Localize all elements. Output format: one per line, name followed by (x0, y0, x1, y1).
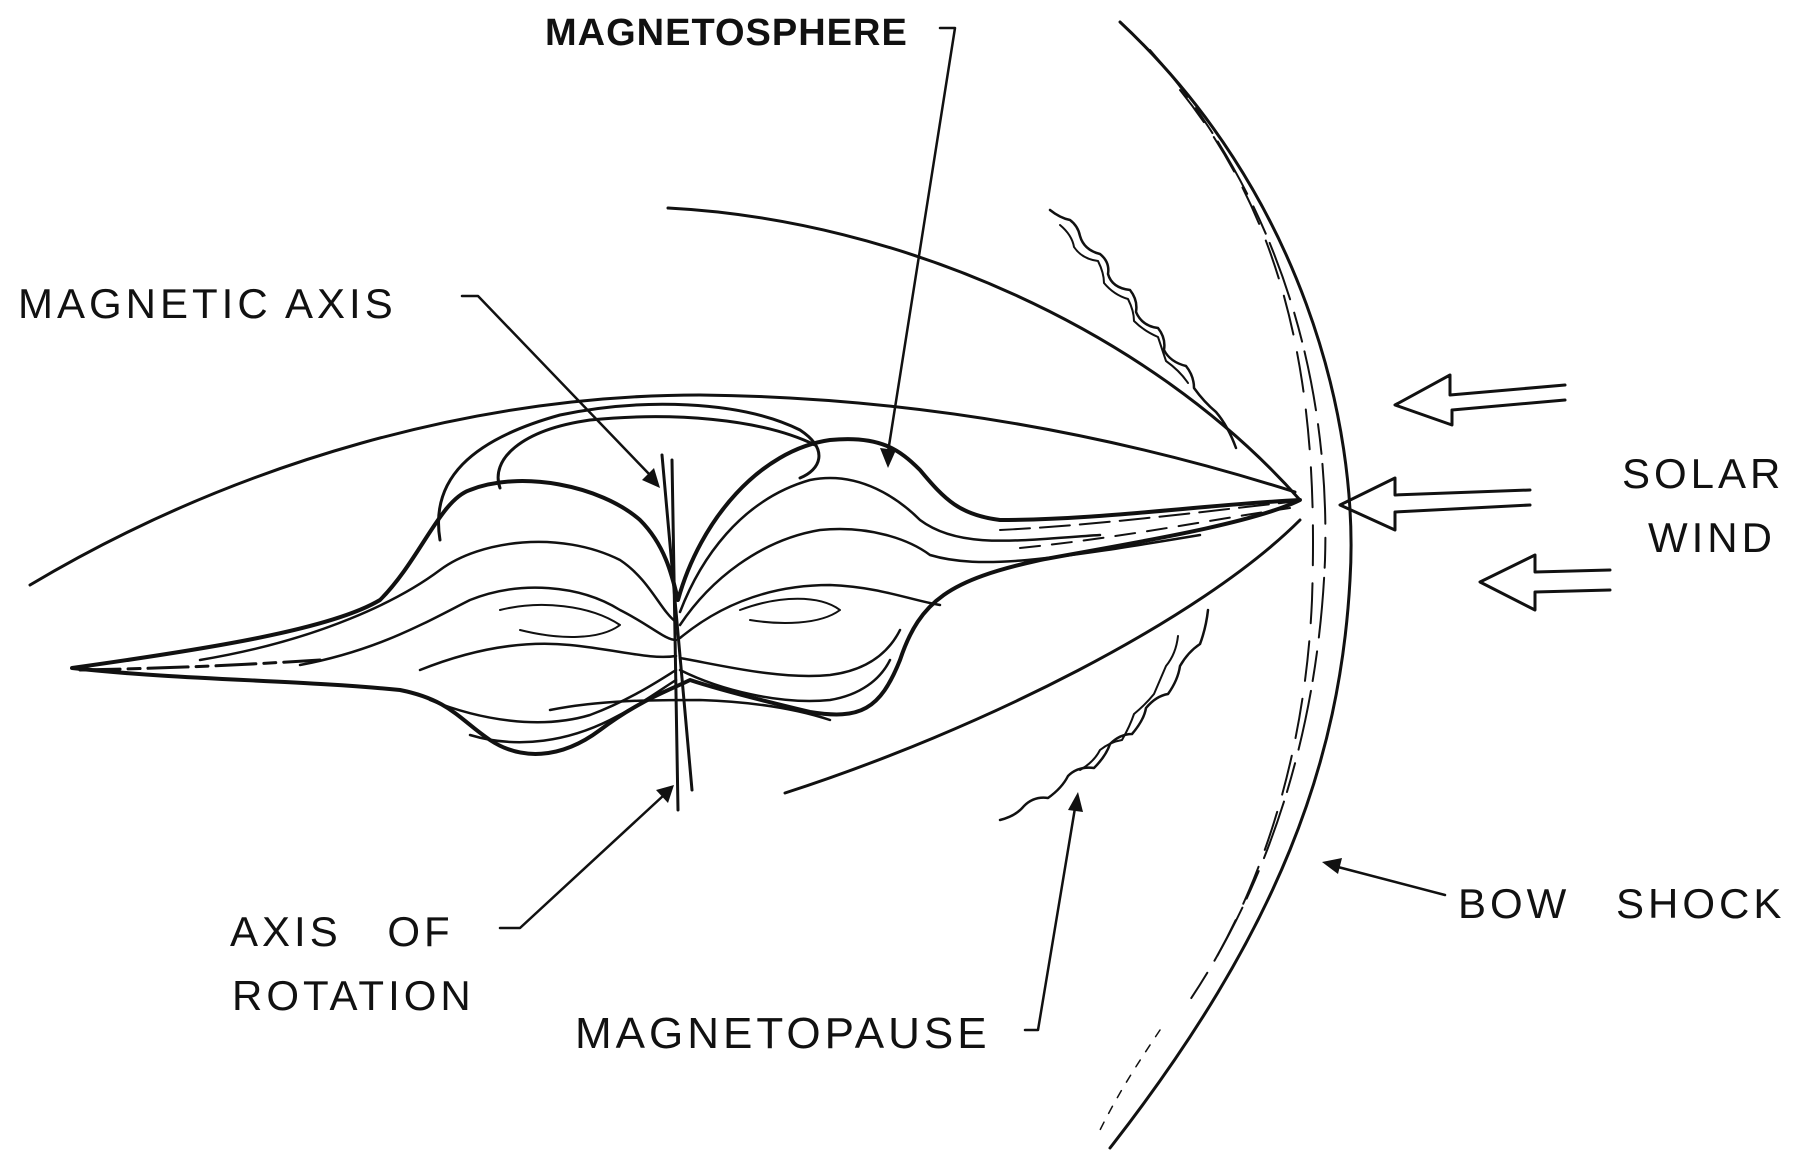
solar-wind-arrow-middle (1340, 478, 1530, 530)
solar-wind-arrow-bottom (1480, 555, 1610, 610)
magnetosphere-body (72, 404, 1300, 754)
solar-wind-label-line1: SOLAR (1622, 450, 1784, 497)
solar-wind-arrow-top (1395, 375, 1565, 425)
solar-wind-label-line2: WIND (1648, 514, 1776, 561)
axis-of-rotation-label-line2: ROTATION (232, 972, 475, 1019)
magnetosphere-label: MAGNETOSPHERE (545, 12, 908, 54)
magnetopause-label: MAGNETOPAUSE (575, 1009, 991, 1058)
magnetopause-leader (1025, 792, 1083, 1030)
bow-shock-leader (1322, 858, 1445, 895)
magnetic-axis-label: MAGNETIC AXIS (18, 280, 397, 327)
axis-of-rotation-leader (500, 785, 674, 928)
magnetic-axis-leader (462, 296, 660, 488)
bow-shock-curve (1100, 22, 1351, 1148)
axis-of-rotation-label-line1: AXIS OF (230, 908, 454, 955)
bow-shock-label: BOW SHOCK (1458, 880, 1785, 927)
